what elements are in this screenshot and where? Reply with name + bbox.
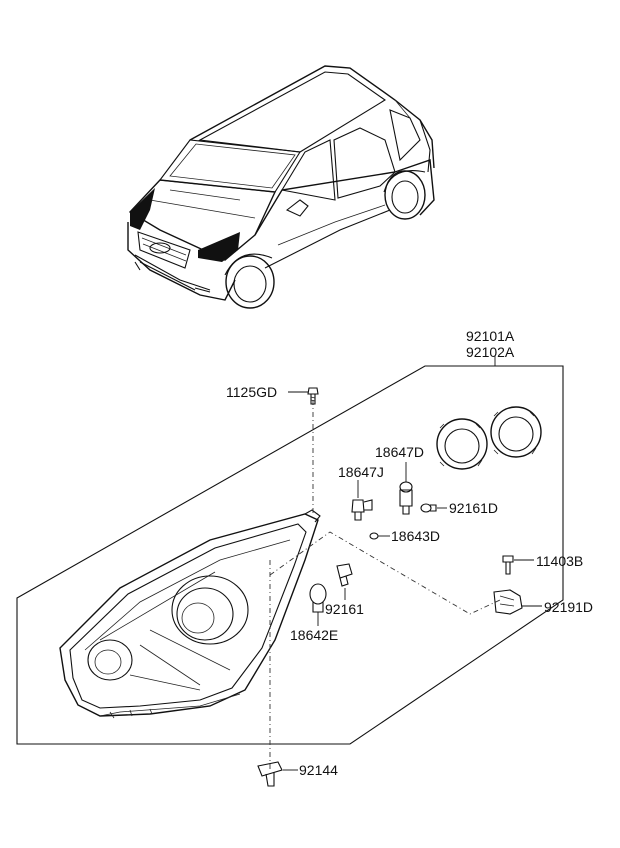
label-1125gd: 1125GD: [226, 384, 277, 400]
label-92161: 92161: [325, 601, 364, 617]
label-92102a: 92102A: [466, 344, 515, 360]
bulb-18647j: [351, 480, 373, 521]
label-92191d: 92191D: [544, 599, 593, 615]
screw-11403b: [502, 555, 534, 575]
label-18647d: 18647D: [375, 444, 424, 460]
bracket-92191d: [493, 589, 542, 615]
guide-lines: [269, 400, 501, 770]
label-92101a: 92101A: [466, 328, 515, 344]
label-92144: 92144: [299, 762, 338, 778]
label-92161d: 92161D: [449, 500, 498, 516]
assembly-boundary: [16, 356, 564, 745]
bulb-18647d: [399, 462, 413, 515]
label-11403b: 11403B: [536, 553, 583, 569]
vehicle-illustration: [127, 65, 435, 309]
retainer-92144: [257, 761, 298, 787]
socket-92161: [336, 563, 353, 600]
bulb-18643d: [369, 532, 390, 540]
screw-1125gd: [288, 387, 319, 405]
label-18642e: 18642E: [290, 627, 338, 643]
socket-92161d: [420, 503, 447, 513]
headlamp-assembly: [59, 509, 321, 719]
dust-cover-rings: [436, 406, 542, 470]
bulb-18642e: [309, 583, 327, 626]
label-18647j: 18647J: [338, 464, 384, 480]
label-18643d: 18643D: [391, 528, 440, 544]
